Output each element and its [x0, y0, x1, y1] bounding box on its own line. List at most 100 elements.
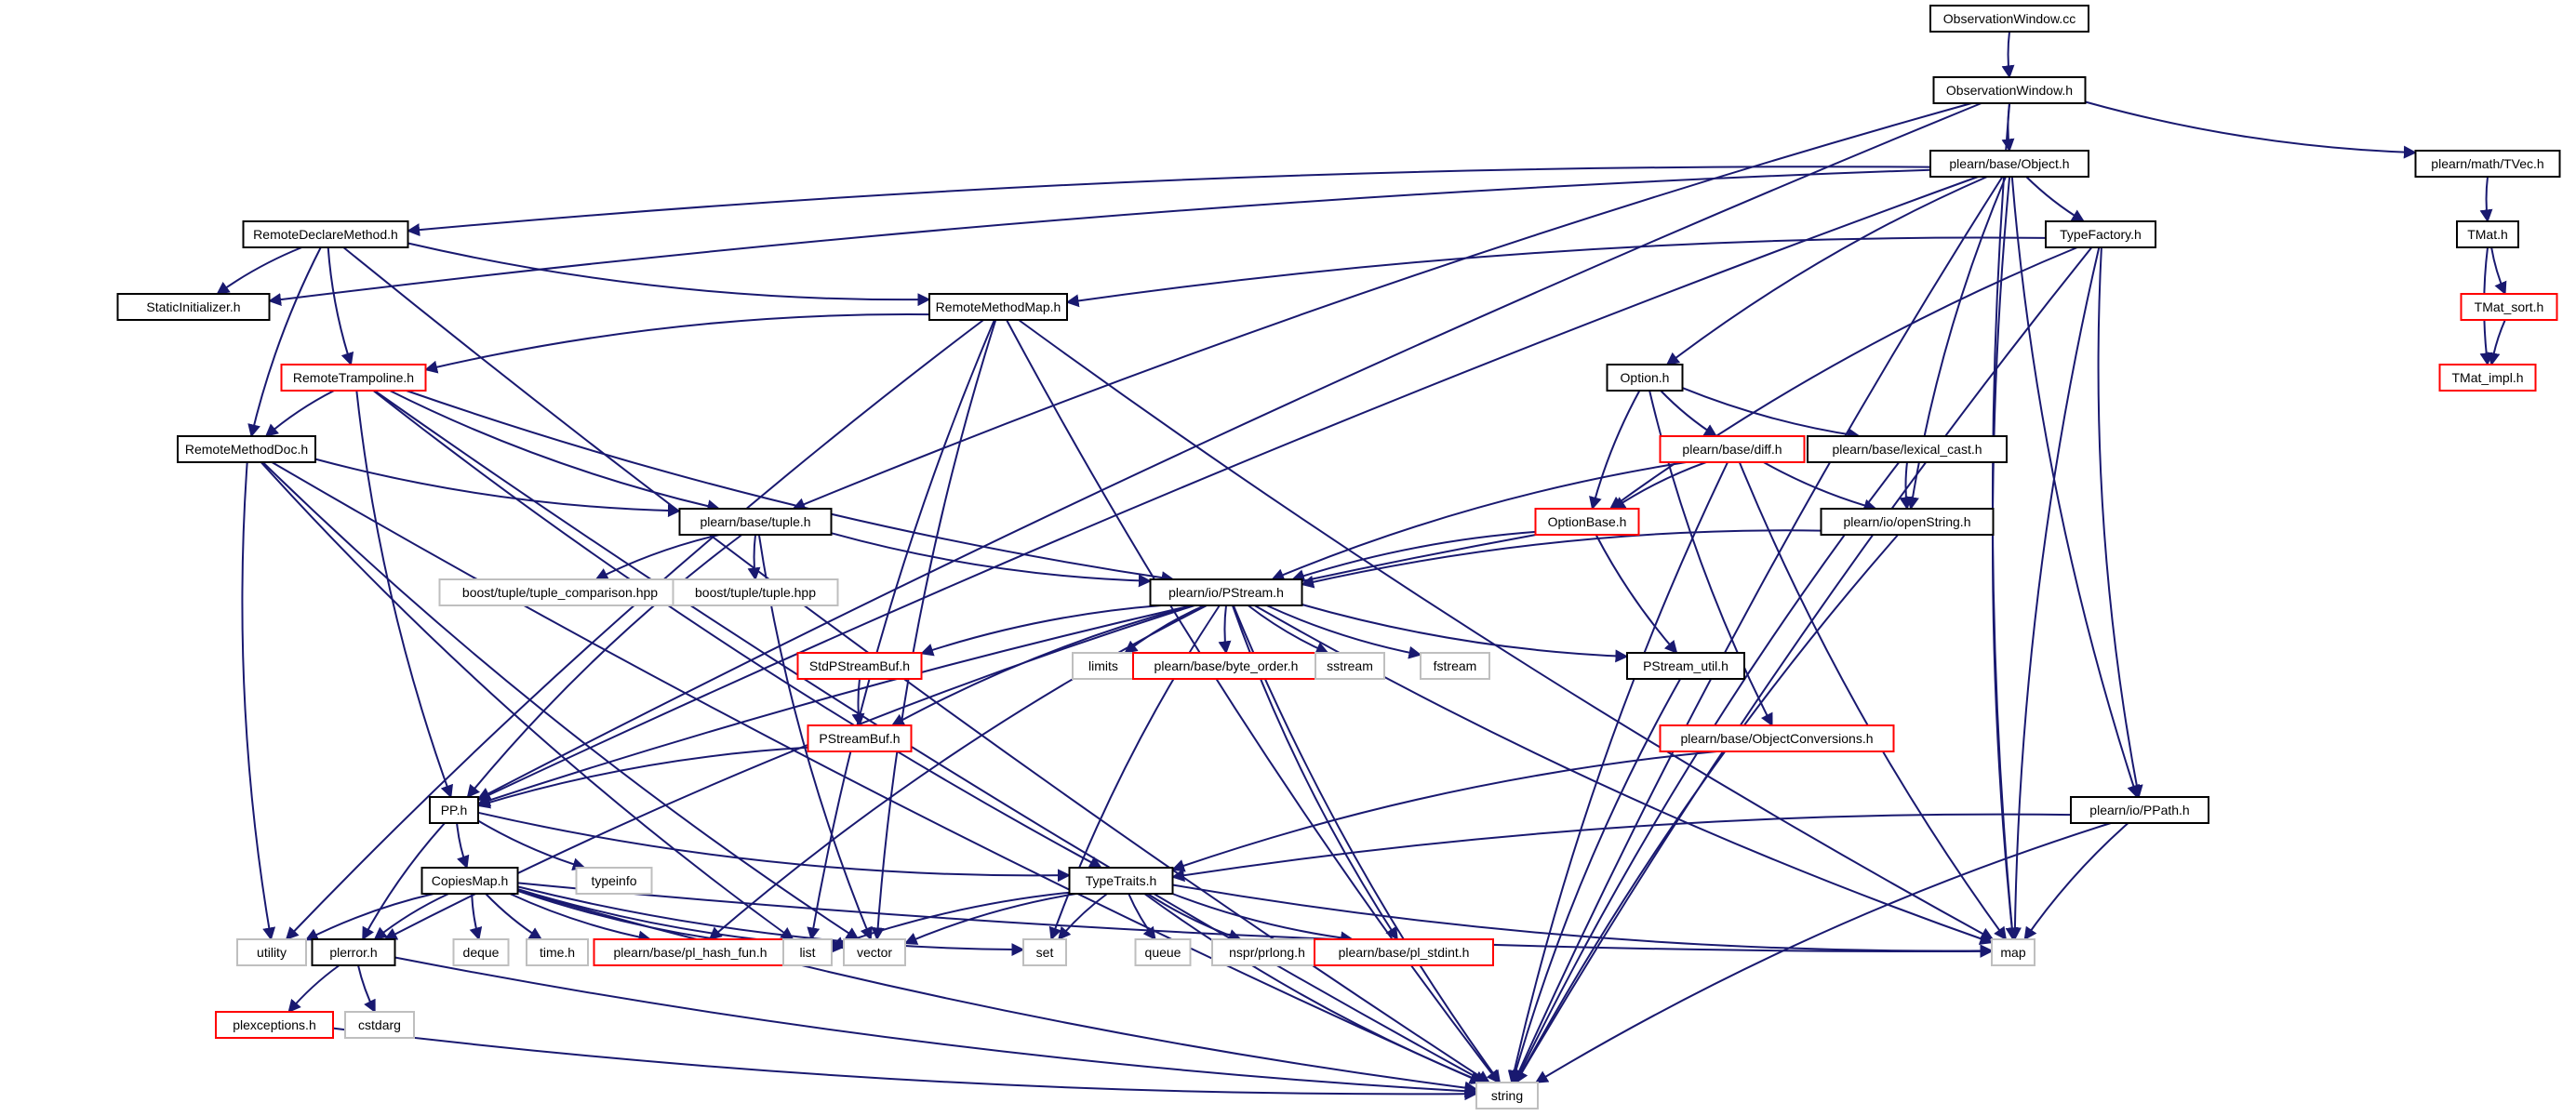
node-limits[interactable]: limits [1072, 652, 1135, 680]
node-label: PStreamBuf.h [819, 731, 900, 746]
node-boost-tuple-tuple-comparison-hpp[interactable]: boost/tuple/tuple_comparison.hpp [438, 578, 682, 606]
node-box [593, 938, 788, 966]
node-label: RemoteMethodDoc.h [185, 442, 308, 457]
edge-n19-n20 [594, 534, 720, 580]
node-plearn-base-tuple-h[interactable]: plearn/base/tuple.h [678, 508, 833, 536]
node-pp-h[interactable]: PP.h [429, 796, 479, 824]
edge-n11-n50 [1515, 246, 2093, 1084]
edge-n13-n17 [1589, 390, 1641, 511]
node-cstdarg[interactable]: cstdarg [344, 1011, 415, 1039]
node-fstream[interactable]: fstream [1420, 652, 1490, 680]
edge-n16-n18 [1899, 461, 1913, 511]
node-stdpstreambuf-h[interactable]: StdPStreamBuf.h [796, 652, 923, 680]
edge-n12-n14 [264, 390, 335, 437]
node-typefactory-h[interactable]: TypeFactory.h [2045, 220, 2156, 248]
node-box [1929, 5, 2089, 33]
node-nspr-prlong-h[interactable]: nspr/prlong.h [1211, 938, 1323, 966]
node-label: RemoteTrampoline.h [293, 370, 414, 385]
node-plearn-math-tvec-h[interactable]: plearn/math/TVec.h [2414, 150, 2561, 178]
node-label: set [1036, 945, 1054, 960]
node-time-h[interactable]: time.h [526, 938, 589, 966]
node-remotedeclaremethod-h[interactable]: RemoteDeclareMethod.h [242, 220, 409, 248]
edge-n12-n22 [406, 390, 1175, 585]
node-list[interactable]: list [782, 938, 833, 966]
node-plearn-base-lexical-cast-h[interactable]: plearn/base/lexical_cast.h [1807, 435, 2008, 463]
edge-n03-n11 [2025, 176, 2086, 222]
node-map[interactable]: map [1991, 938, 2035, 966]
edge-n04-n05 [2479, 176, 2493, 223]
edge-n15-n47 [1738, 461, 2008, 941]
edge-n10-n12 [424, 312, 930, 374]
node-box [678, 508, 833, 536]
node-tmat-h[interactable]: TMat.h [2456, 220, 2519, 248]
node-box [438, 578, 682, 606]
node-plearn-base-pl-hash-fun-h[interactable]: plearn/base/pl_hash_fun.h [593, 938, 788, 966]
node-plearn-base-byte-order-h[interactable]: plearn/base/byte_order.h [1132, 652, 1320, 680]
node-box [1659, 724, 1895, 752]
node-label: OptionBase.h [1548, 514, 1627, 529]
edge-n19-n31 [466, 534, 743, 799]
node-box [526, 938, 589, 966]
node-plearn-base-pl-stdint-h[interactable]: plearn/base/pl_stdint.h [1314, 938, 1494, 966]
node-label: StdPStreamBuf.h [809, 658, 910, 673]
node-plearn-base-object-h[interactable]: plearn/base/Object.h [1929, 150, 2089, 178]
node-label: Option.h [1621, 370, 1670, 385]
node-typeinfo[interactable]: typeinfo [575, 867, 653, 895]
node-string[interactable]: string [1475, 1082, 1539, 1109]
node-pstream-util-h[interactable]: PStream_util.h [1626, 652, 1745, 680]
node-copiesmap-h[interactable]: CopiesMap.h [420, 867, 519, 895]
node-label: TMat.h [2467, 227, 2508, 242]
node-label: ObservationWindow.cc [1943, 11, 2075, 26]
node-plearn-io-ppath-h[interactable]: plearn/io/PPath.h [2070, 796, 2209, 824]
node-plearn-io-pstream-h[interactable]: plearn/io/PStream.h [1149, 578, 1303, 606]
node-queue[interactable]: queue [1134, 938, 1192, 966]
node-pstreambuf-h[interactable]: PStreamBuf.h [807, 724, 913, 752]
edge-n08-n10 [407, 242, 931, 307]
node-set[interactable]: set [1022, 938, 1067, 966]
edge-n23-n29 [851, 678, 865, 727]
node-box [429, 796, 479, 824]
edge-n37-n49 [357, 964, 376, 1014]
node-box [1991, 938, 2035, 966]
node-plerror-h[interactable]: plerror.h [311, 938, 396, 966]
node-remotemethoddoc-h[interactable]: RemoteMethodDoc.h [177, 435, 316, 463]
node-vector[interactable]: vector [843, 938, 906, 966]
node-boost-tuple-tuple-hpp[interactable]: boost/tuple/tuple.hpp [672, 578, 839, 606]
node-plearn-io-openstring-h[interactable]: plearn/io/openString.h [1820, 508, 1995, 536]
node-tmat-impl-h[interactable]: TMat_impl.h [2438, 364, 2537, 392]
node-sstream[interactable]: sstream [1315, 652, 1385, 680]
edge-n37-n48 [287, 964, 340, 1014]
node-plearn-base-diff-h[interactable]: plearn/base/diff.h [1659, 435, 1806, 463]
node-box [1022, 938, 1067, 966]
node-staticinitializer-h[interactable]: StaticInitializer.h [116, 293, 271, 321]
edge-n14-n50 [271, 461, 1483, 1084]
node-plexceptions-h[interactable]: plexceptions.h [215, 1011, 334, 1039]
node-label: vector [857, 945, 892, 960]
node-deque[interactable]: deque [452, 938, 510, 966]
node-label: TypeFactory.h [2060, 227, 2142, 242]
edge-n10-n41 [807, 319, 995, 941]
node-tmat-sort-h[interactable]: TMat_sort.h [2460, 293, 2558, 321]
edge-n30-n35 [1171, 751, 1717, 872]
node-observationwindow-h[interactable]: ObservationWindow.h [1932, 76, 2087, 104]
node-box [311, 938, 396, 966]
edge-n19-n22 [831, 532, 1152, 588]
node-typetraits-h[interactable]: TypeTraits.h [1068, 867, 1174, 895]
edge-n34-n36 [304, 893, 434, 941]
node-box [1929, 150, 2089, 178]
node-label: deque [463, 945, 500, 960]
edge-n35-n42 [903, 893, 1076, 945]
node-utility[interactable]: utility [236, 938, 307, 966]
edge-n32-n50 [1534, 822, 2112, 1083]
node-plearn-base-objectconversions-h[interactable]: plearn/base/ObjectConversions.h [1659, 724, 1895, 752]
edge-n14-n19 [314, 458, 681, 518]
node-box [807, 724, 913, 752]
node-optionbase-h[interactable]: OptionBase.h [1534, 508, 1640, 536]
edge-n15-n50 [1507, 461, 1729, 1084]
node-remotemethodmap-h[interactable]: RemoteMethodMap.h [928, 293, 1068, 321]
node-remotetrampoline-h[interactable]: RemoteTrampoline.h [280, 364, 427, 392]
node-option-h[interactable]: Option.h [1606, 364, 1684, 392]
node-observationwindow-cc[interactable]: ObservationWindow.cc [1929, 5, 2089, 33]
edge-n31-n37 [362, 822, 446, 941]
node-label: plearn/base/tuple.h [700, 514, 810, 529]
